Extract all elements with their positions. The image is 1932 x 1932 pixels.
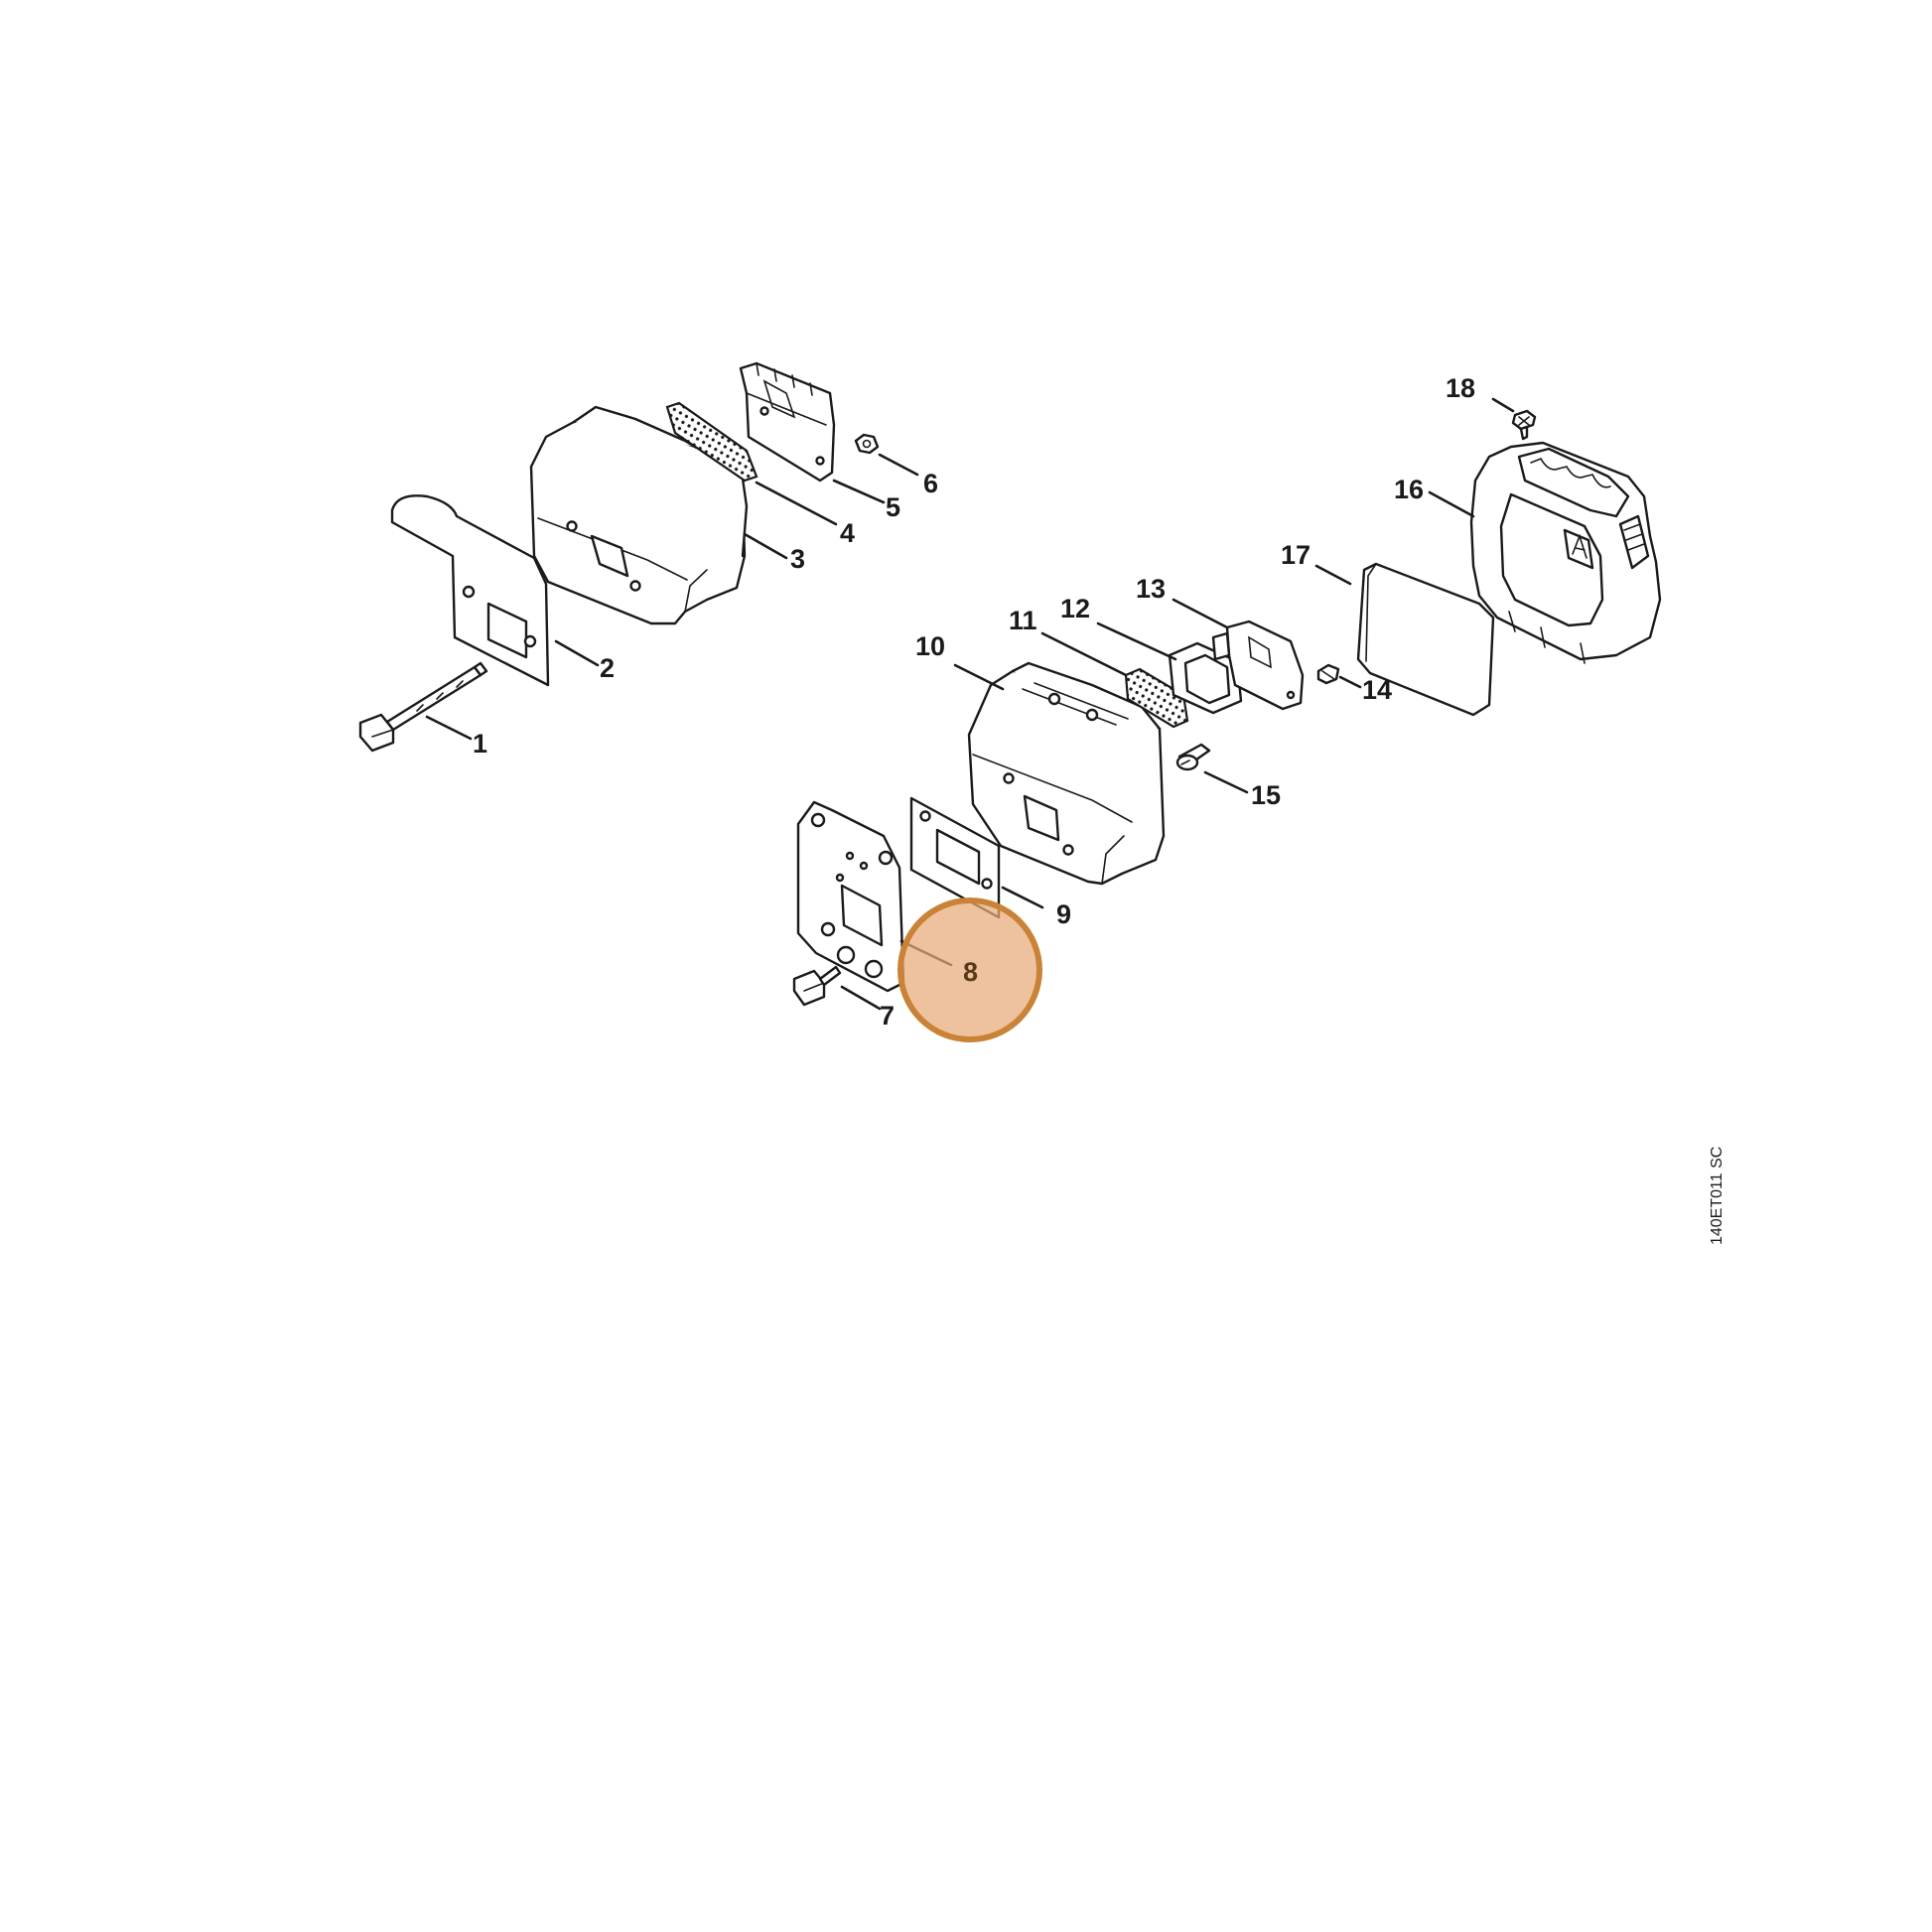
part-10-muffler-body[interactable] bbox=[967, 661, 1166, 886]
part-13-deflector[interactable] bbox=[1211, 620, 1305, 711]
part-15-sleeve[interactable] bbox=[1175, 743, 1211, 771]
callout-2[interactable]: 2 bbox=[600, 653, 615, 683]
callout-16[interactable]: 16 bbox=[1394, 475, 1424, 504]
callout-5[interactable]: 5 bbox=[886, 492, 900, 522]
callout-18[interactable]: 18 bbox=[1446, 373, 1475, 403]
part-1-long-bolt[interactable] bbox=[358, 661, 488, 753]
callout-13[interactable]: 13 bbox=[1136, 574, 1166, 604]
part-18-screw[interactable] bbox=[1511, 409, 1537, 441]
callout-10[interactable]: 10 bbox=[915, 631, 945, 661]
highlight-marker[interactable] bbox=[897, 897, 1042, 1042]
part-11-spark-arrestor-screen[interactable] bbox=[1124, 667, 1189, 729]
drawing-code: 140ET011 SC bbox=[1709, 1147, 1725, 1245]
part-4-spark-arrestor-screen[interactable] bbox=[665, 401, 759, 483]
callout-6[interactable]: 6 bbox=[923, 469, 938, 498]
callout-12[interactable]: 12 bbox=[1060, 594, 1090, 623]
callout-17[interactable]: 17 bbox=[1281, 540, 1311, 570]
part-7-screw[interactable] bbox=[792, 965, 842, 1007]
callout-8[interactable]: 8 bbox=[963, 957, 978, 987]
callout-11[interactable]: 11 bbox=[1009, 606, 1037, 635]
part-2-heat-shield[interactable] bbox=[390, 494, 550, 687]
part-5-deflector[interactable] bbox=[739, 361, 836, 483]
part-12-gasket-frame[interactable] bbox=[1168, 641, 1243, 715]
part-16-shroud[interactable] bbox=[1469, 441, 1662, 664]
part-3-muffler-body[interactable] bbox=[529, 405, 749, 625]
callout-3[interactable]: 3 bbox=[790, 544, 805, 574]
callout-15[interactable]: 15 bbox=[1251, 780, 1281, 810]
part-6-nut[interactable] bbox=[854, 433, 880, 455]
callout-labels: 1 2 3 4 5 6 7 8 9 10 11 12 13 14 15 16 1… bbox=[473, 373, 1475, 1031]
part-14-screw[interactable] bbox=[1316, 663, 1340, 685]
callout-14[interactable]: 14 bbox=[1362, 675, 1392, 705]
callout-7[interactable]: 7 bbox=[880, 1001, 895, 1031]
callout-1[interactable]: 1 bbox=[473, 729, 487, 759]
part-8-mounting-plate[interactable] bbox=[796, 800, 905, 993]
callout-4[interactable]: 4 bbox=[840, 518, 855, 548]
part-17-filter-pad[interactable] bbox=[1356, 562, 1495, 717]
callout-9[interactable]: 9 bbox=[1056, 899, 1071, 929]
